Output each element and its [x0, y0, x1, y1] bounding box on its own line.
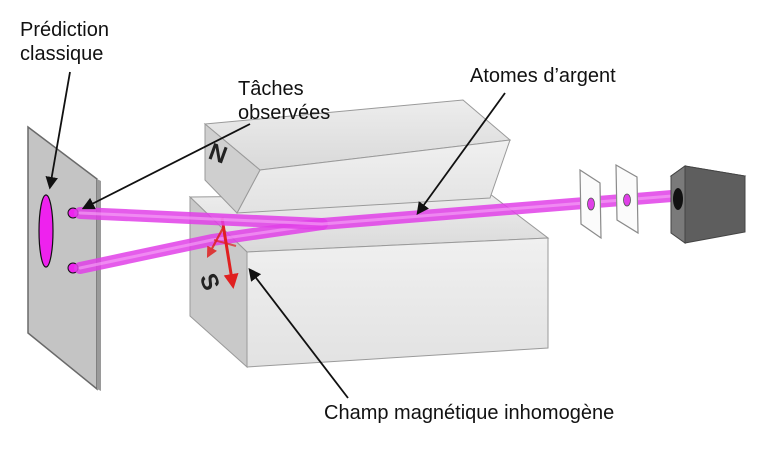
classical-prediction-label-line2: classique: [20, 43, 103, 65]
collimator-slit-1: [579, 168, 602, 240]
classical-prediction-label-line1: Prédiction: [20, 19, 109, 41]
silver-atom-beam: [74, 190, 678, 230]
atom-oven: [669, 165, 747, 244]
observed-spots-label-line1: Tâches: [238, 78, 304, 100]
classical-prediction-band: [38, 194, 54, 268]
pointer-arrows: [45, 71, 506, 399]
magnetic-field-label: Champ magnétique inhomogène: [324, 402, 614, 424]
silver-atoms-pointer: [416, 92, 506, 216]
silver-atoms-label: Atomes d’argent: [470, 65, 616, 87]
magnetic-field-pointer: [248, 267, 349, 399]
north-magnet: [203, 99, 512, 214]
detection-screen: [27, 125, 101, 391]
observed-spots-pointer: [81, 123, 251, 210]
collimator-slit-2: [615, 163, 639, 235]
observed-spots-label-line2: observées: [238, 102, 330, 124]
field-gradient-arrows: [206, 217, 239, 289]
classical-prediction-pointer: [45, 71, 71, 190]
lower-deflected-beam: [74, 218, 328, 274]
